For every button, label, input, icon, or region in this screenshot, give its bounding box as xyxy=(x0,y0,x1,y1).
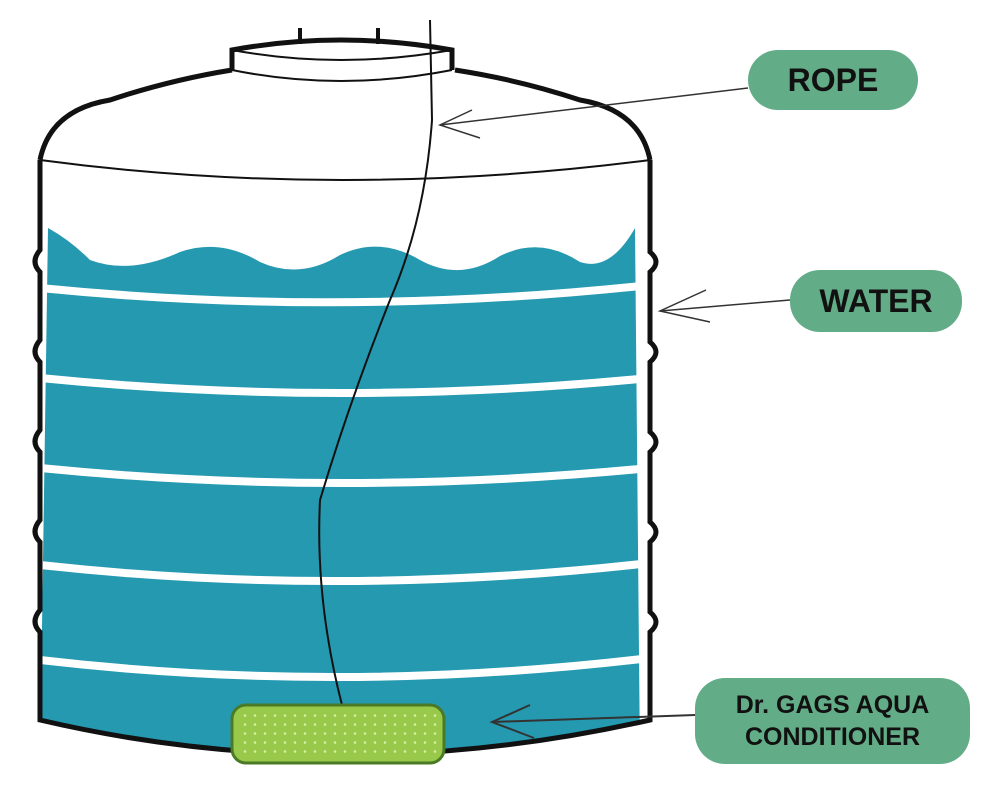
aqua-conditioner xyxy=(230,703,446,765)
water-label-text: WATER xyxy=(819,282,933,319)
water-arrow xyxy=(657,289,791,323)
water-label: WATER xyxy=(790,270,962,332)
rope xyxy=(318,19,434,706)
rope-label-text: ROPE xyxy=(787,61,879,98)
rope-arrow xyxy=(437,87,749,139)
conditioner-label-line2: CONDITIONER xyxy=(745,723,920,751)
tank-outline xyxy=(32,28,659,758)
conditioner-label-line1: Dr. GAGS AQUA xyxy=(735,691,930,719)
conditioner-arrow xyxy=(489,704,696,739)
conditioner-label: Dr. GAGS AQUA CONDITIONER xyxy=(695,678,970,764)
water-body xyxy=(40,228,650,755)
rope-label: ROPE xyxy=(748,50,918,110)
